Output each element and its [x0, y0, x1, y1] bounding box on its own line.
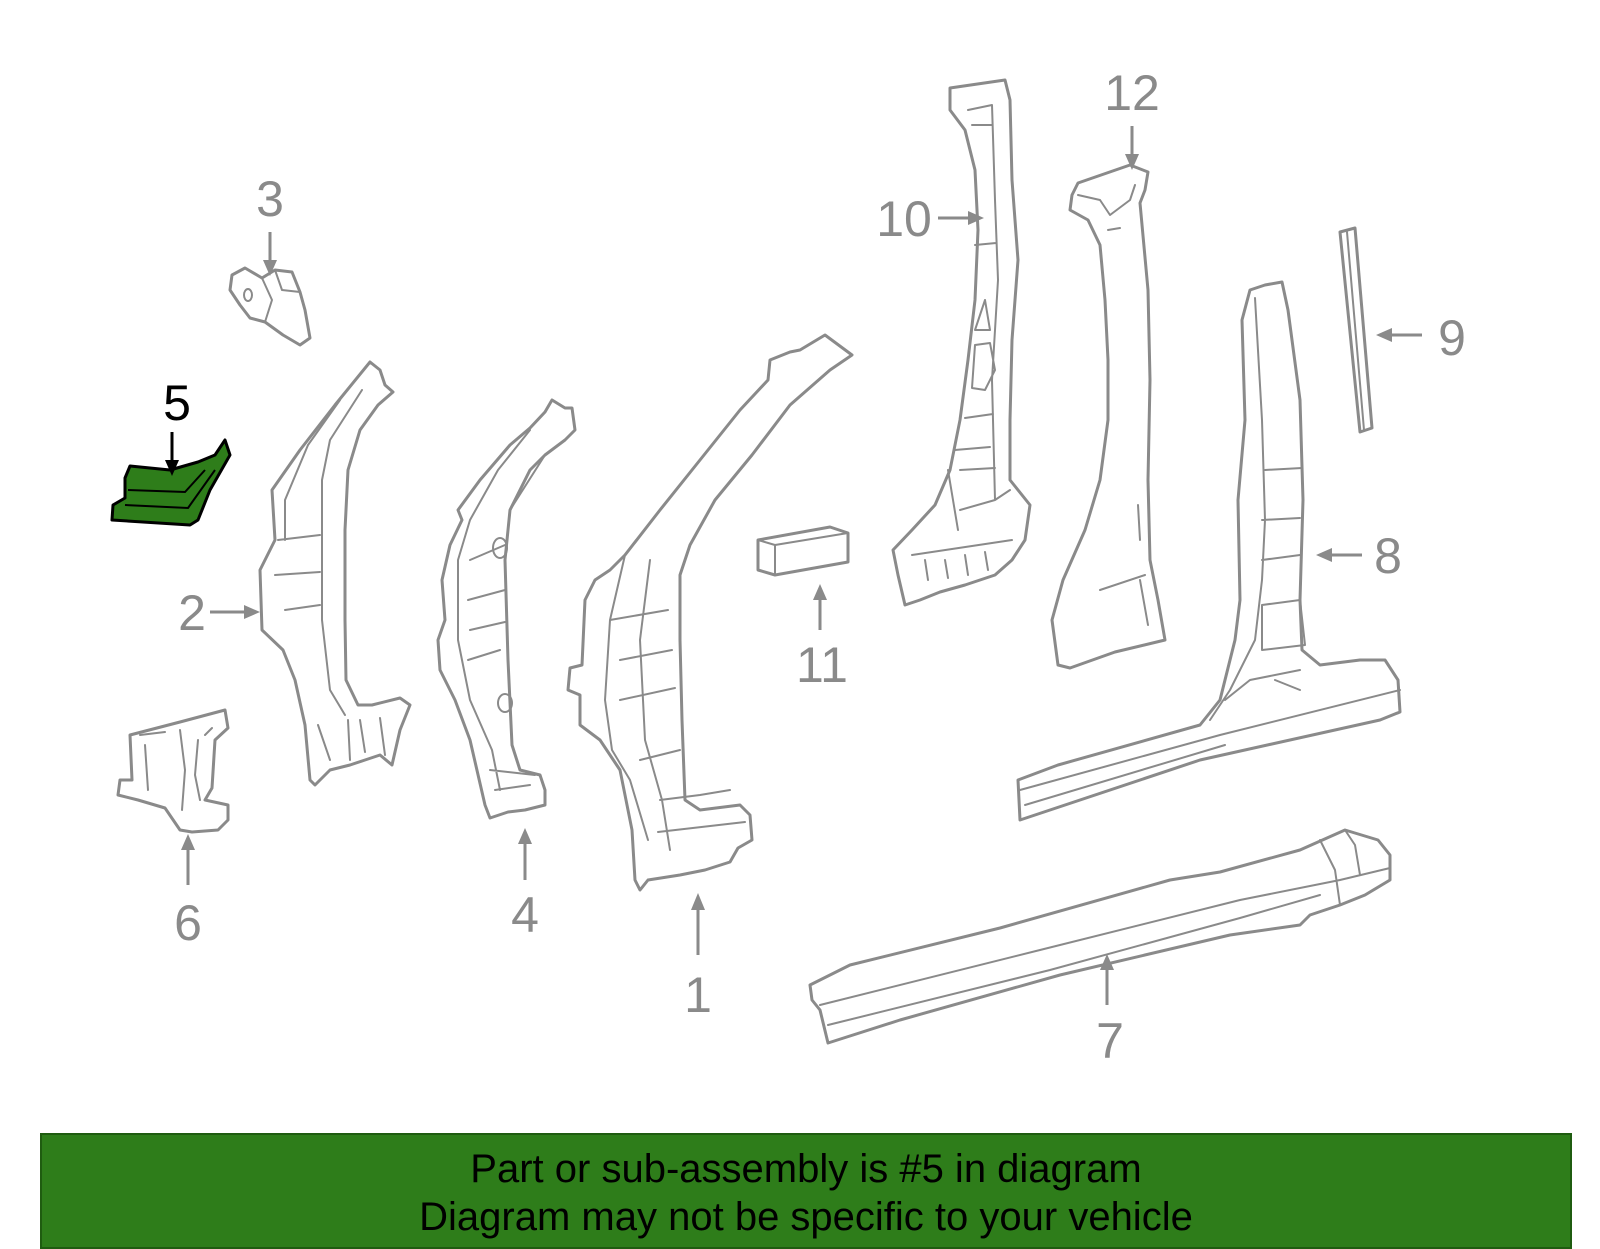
part-4[interactable] — [436, 398, 577, 820]
part-3[interactable] — [228, 266, 312, 347]
parts-diagram: 1 2 3 4 5 6 7 8 — [110, 65, 1466, 1069]
part-11[interactable] — [756, 525, 850, 577]
callout-label-9: 9 — [1438, 310, 1466, 366]
callout-label-5: 5 — [163, 375, 191, 431]
callout-12: 12 — [1104, 65, 1160, 170]
callout-2: 2 — [178, 585, 260, 641]
part-9[interactable] — [1338, 226, 1374, 434]
callout-label-12: 12 — [1104, 65, 1160, 121]
part-6[interactable] — [116, 708, 230, 834]
callout-label-11: 11 — [796, 637, 848, 693]
part-8[interactable] — [1016, 280, 1402, 822]
callout-9: 9 — [1376, 310, 1466, 366]
callout-4: 4 — [511, 828, 539, 943]
callout-7: 7 — [1096, 954, 1124, 1069]
part-1[interactable] — [566, 333, 854, 892]
callout-label-6: 6 — [174, 895, 202, 951]
callout-1: 1 — [684, 893, 712, 1023]
callout-5: 5 — [163, 375, 191, 476]
callout-8: 8 — [1316, 528, 1402, 584]
callout-label-3: 3 — [256, 171, 284, 227]
callout-10: 10 — [876, 191, 984, 247]
callout-11: 11 — [796, 584, 848, 693]
part-12[interactable] — [1050, 163, 1167, 670]
callout-label-7: 7 — [1096, 1013, 1124, 1069]
callout-label-10: 10 — [876, 191, 932, 247]
callout-3: 3 — [256, 171, 284, 276]
callout-label-8: 8 — [1374, 528, 1402, 584]
callout-label-1: 1 — [684, 967, 712, 1023]
callout-label-2: 2 — [178, 585, 206, 641]
part-5[interactable] — [110, 438, 232, 527]
part-7[interactable] — [808, 828, 1392, 1045]
callout-6: 6 — [174, 834, 202, 951]
info-banner: Part or sub-assembly is #5 in diagram Di… — [40, 1133, 1572, 1249]
callout-label-4: 4 — [511, 887, 539, 943]
banner-line-2: Diagram may not be specific to your vehi… — [419, 1195, 1193, 1239]
part-2[interactable] — [258, 360, 412, 787]
banner-line-1: Part or sub-assembly is #5 in diagram — [470, 1147, 1142, 1191]
part-10[interactable] — [891, 78, 1032, 607]
